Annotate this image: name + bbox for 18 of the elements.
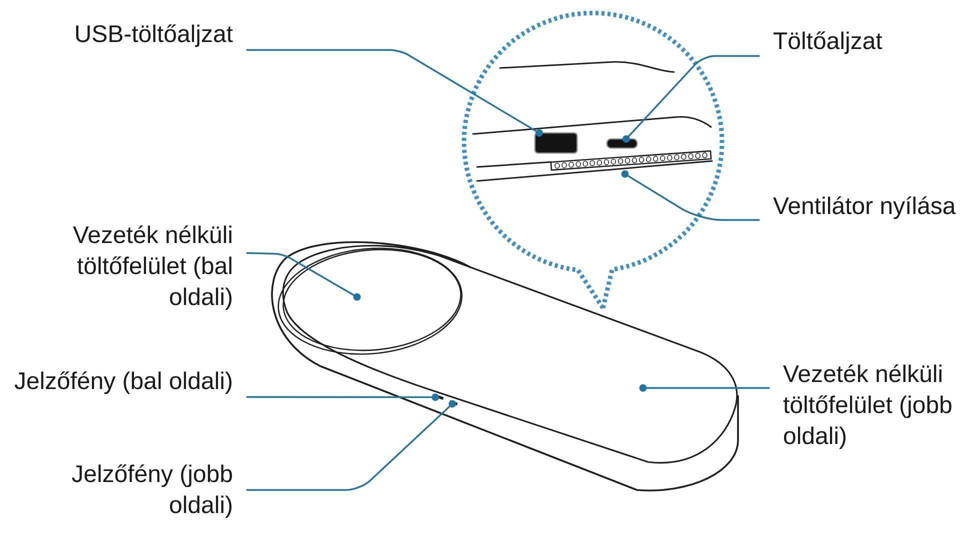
leader-line <box>246 49 543 137</box>
charging-port <box>606 138 638 149</box>
part-label: Vezeték nélküli töltőfelület (bal oldali) <box>73 225 232 310</box>
leader-line <box>621 170 760 221</box>
leader-line <box>246 252 361 301</box>
wireless-charging-pad <box>278 248 462 355</box>
part-label: Ventilátor nyílása <box>773 196 956 219</box>
vent-grille <box>550 150 712 171</box>
part-label: Jelzőfény (jobb oldali) <box>72 464 232 518</box>
part-label: Vezeték nélküli töltőfelület (jobb oldali) <box>783 364 952 449</box>
leader-line <box>622 55 760 143</box>
part-label: Töltőaljzat <box>774 31 882 54</box>
usb-port <box>534 132 578 154</box>
part-label: Jelzőfény (bal oldali) <box>14 371 232 394</box>
leader-line <box>639 384 770 392</box>
leader-line <box>246 394 440 401</box>
part-label: USB-töltőaljzat <box>76 24 233 47</box>
leader-line <box>246 400 456 491</box>
